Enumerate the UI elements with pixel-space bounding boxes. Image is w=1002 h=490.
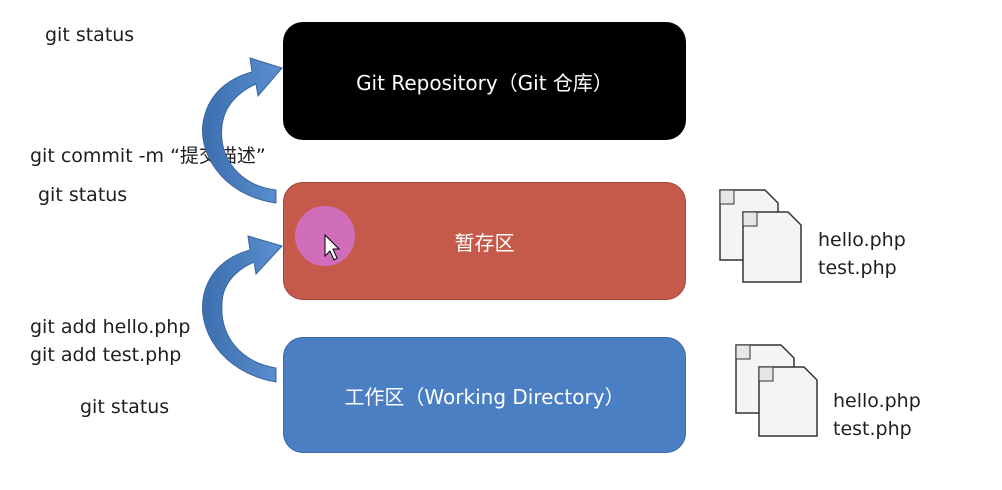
working-file-hello: hello.php	[833, 390, 921, 412]
git-status-label-bottom: git status	[80, 396, 170, 418]
git-add-test-label: git add test.php	[30, 344, 182, 366]
working-file-list: hello.php test.php	[833, 387, 921, 443]
git-status-label-top: git status	[45, 24, 135, 46]
working-directory-label: 工作区（Working Directory）	[344, 384, 625, 409]
git-add-hello-label: git add hello.php	[30, 316, 191, 338]
git-repository-label: Git Repository（Git 仓库）	[356, 70, 613, 95]
add-arrow-icon	[202, 235, 283, 383]
staging-area-label: 暂存区	[454, 230, 515, 255]
git-repository-box: Git Repository（Git 仓库）	[283, 22, 686, 140]
working-directory-box: 工作区（Working Directory）	[283, 337, 686, 453]
staging-file-test: test.php	[818, 257, 897, 279]
commit-arrow-icon	[202, 57, 283, 204]
git-status-label-middle: git status	[38, 184, 128, 206]
staging-file-list: hello.php test.php	[818, 226, 906, 282]
staging-document-icon	[719, 189, 802, 283]
working-document-icon	[735, 344, 818, 437]
staging-file-hello: hello.php	[818, 229, 906, 251]
working-file-test: test.php	[833, 418, 912, 440]
mouse-pointer-icon	[324, 233, 341, 261]
